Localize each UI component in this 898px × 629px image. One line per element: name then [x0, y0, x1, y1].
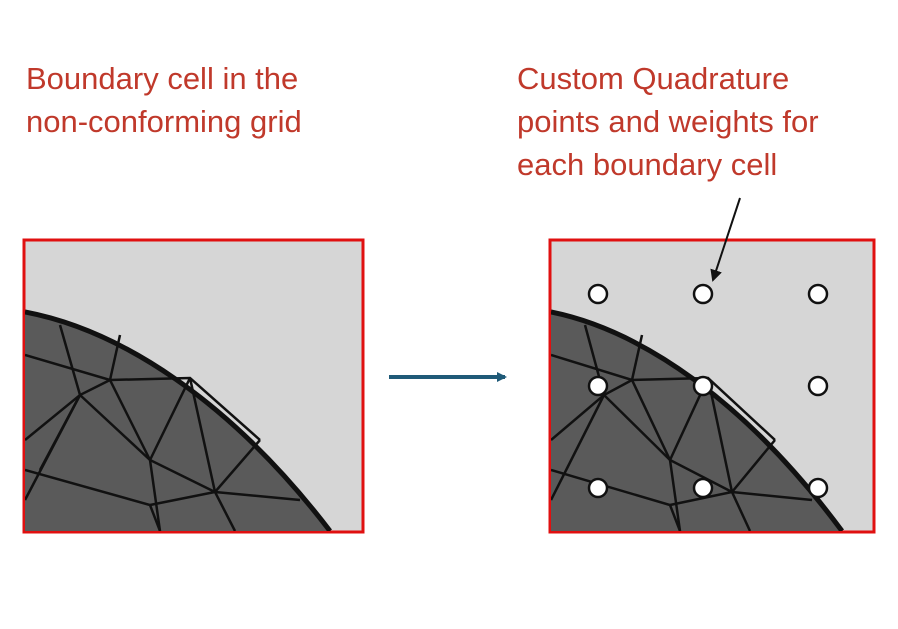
left-caption: Boundary cell in the non-conforming grid — [26, 61, 302, 139]
quadrature-point — [692, 477, 714, 499]
right-mesh-surface — [551, 309, 845, 531]
quadrature-point — [587, 283, 609, 305]
left-sphere-surface — [25, 312, 330, 531]
right-caption: Custom Quadrature points and weights for… — [517, 61, 819, 182]
left-mesh-surface — [25, 309, 332, 531]
quadrature-point — [807, 375, 829, 397]
right-mesh-edges — [551, 309, 845, 531]
quadrature-point — [587, 477, 609, 499]
quadrature-point — [692, 283, 714, 305]
left-mesh-edges — [25, 309, 332, 531]
quadrature-points — [587, 283, 829, 499]
left-boundary-cell — [22, 238, 365, 534]
right-boundary-cell — [548, 238, 876, 534]
quadrature-point — [807, 477, 829, 499]
quadrature-point — [807, 283, 829, 305]
quadrature-point — [692, 375, 714, 397]
quadrature-point — [587, 375, 609, 397]
right-sphere-surface — [551, 312, 842, 531]
pointer-arrow — [710, 197, 741, 282]
